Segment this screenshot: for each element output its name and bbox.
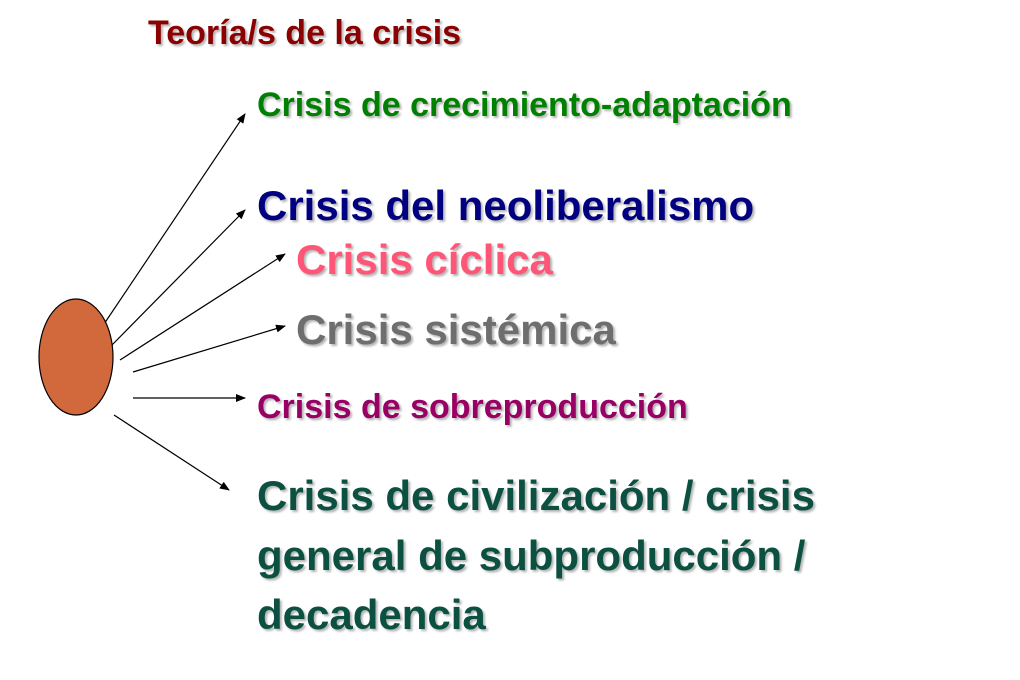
crisis-label-neoliberalismo: Crisis del neoliberalismo bbox=[257, 182, 755, 229]
diagram-title: Teoría/s de la crisis bbox=[148, 14, 462, 52]
arrow-to-item-2 bbox=[119, 253, 286, 361]
crisis-label-ciclica: Crisis cíclica bbox=[296, 236, 553, 283]
crisis-label-sobreproduccion: Crisis de sobreproducción bbox=[257, 388, 688, 426]
crisis-label-crecimiento: Crisis de crecimiento-adaptación bbox=[257, 86, 792, 124]
crisis-label-civilizacion: Crisis de civilización / crisis general … bbox=[257, 472, 815, 639]
arrow-to-item-1 bbox=[111, 209, 246, 346]
arrow-to-item-3 bbox=[132, 324, 286, 373]
source-node-ellipse bbox=[38, 298, 114, 416]
arrow-to-item-0 bbox=[99, 113, 246, 331]
crisis-label-sistemica: Crisis sistémica bbox=[296, 306, 616, 353]
arrow-to-item-5 bbox=[113, 414, 230, 491]
